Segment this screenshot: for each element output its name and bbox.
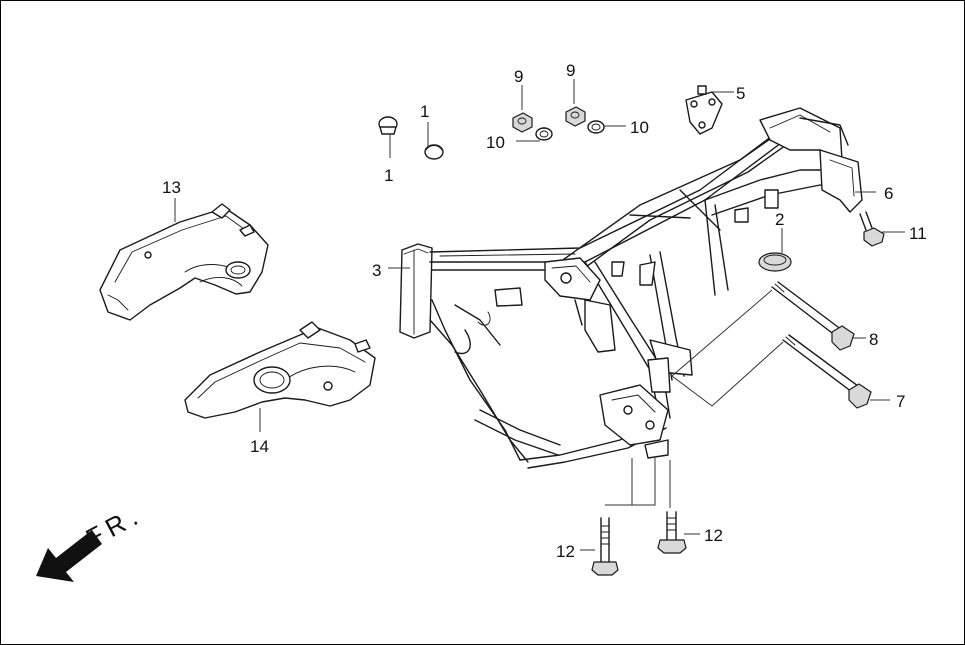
callout-5: 5	[736, 84, 745, 103]
nut-washer-9-10-a	[512, 112, 553, 141]
callout-2: 2	[775, 210, 784, 229]
bolt-11	[859, 211, 885, 247]
callout-14: 14	[250, 437, 269, 456]
callout-6: 6	[884, 184, 893, 203]
callout-3: 3	[372, 261, 381, 280]
front-direction-arrow-icon	[36, 530, 102, 582]
frame-cover-13	[99, 203, 269, 321]
bracket-plate-5	[685, 85, 723, 135]
clip-part-1b	[424, 144, 444, 160]
callout-1-upper: 1	[420, 102, 429, 121]
callout-12-left: 12	[556, 542, 575, 561]
callout-8: 8	[869, 330, 878, 349]
callout-9-left: 9	[514, 67, 523, 86]
callout-7: 7	[896, 392, 905, 411]
callout-13: 13	[162, 178, 181, 197]
callout-9-right: 9	[566, 61, 575, 80]
bolt-12-left	[591, 517, 619, 576]
rubber-cap-2	[758, 252, 792, 272]
long-bolt-7	[782, 334, 872, 409]
frame-cover-14	[184, 321, 376, 419]
bolt-12-right	[657, 511, 687, 554]
callout-1-lower: 1	[384, 166, 393, 185]
callout-10-left: 10	[486, 133, 505, 152]
main-frame	[399, 107, 863, 469]
leader-lines	[174, 79, 905, 551]
callout-11: 11	[909, 224, 927, 243]
long-bolt-8	[771, 281, 855, 351]
callout-10-right: 10	[630, 118, 649, 137]
clip-part-1a	[378, 116, 398, 135]
callout-12-right: 12	[704, 526, 723, 545]
nut-washer-9-10-b	[565, 106, 605, 134]
